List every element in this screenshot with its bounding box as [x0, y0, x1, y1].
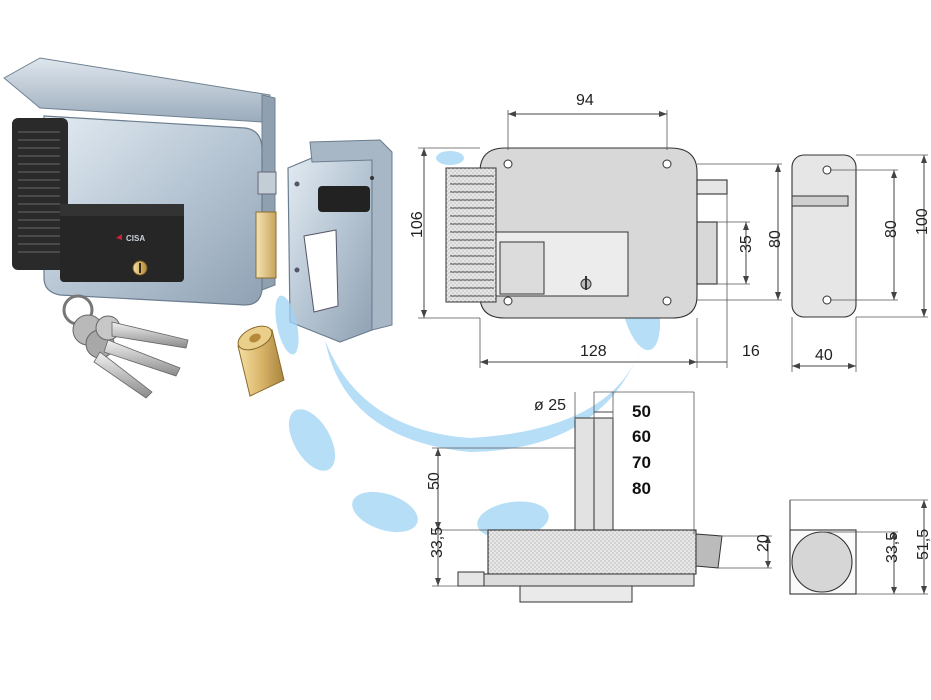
cylinder-length-80: 80 [632, 479, 651, 498]
end-view-drawing [789, 500, 857, 595]
dim-106: 106 [409, 211, 426, 238]
top-view-drawing [445, 147, 728, 319]
end-view-dimensions: 33,5 51,5 [790, 499, 931, 595]
cylinder-length-60: 60 [632, 427, 651, 446]
lock-photo: CISA [3, 57, 277, 306]
section-view-dimensions: ø 25 50 60 70 80 50 33,5 20 [426, 391, 772, 587]
dim-35: 35 [738, 235, 755, 253]
brand-mark-icon [116, 234, 122, 240]
keys-photo [62, 294, 189, 399]
dim-end-33-5: 33,5 [884, 532, 901, 563]
dim-50: 50 [426, 472, 443, 490]
brand-logo: CISA [126, 234, 145, 243]
cylinder-length-50: 50 [632, 402, 651, 421]
cylinder-photo [237, 325, 285, 397]
dim-128: 128 [580, 343, 607, 360]
strike-plate-photo [287, 139, 393, 343]
dim-end-51-5: 51,5 [915, 529, 931, 560]
side-view-dimensions: 80 100 40 [791, 154, 931, 372]
dim-16: 16 [742, 343, 760, 360]
dim-100: 100 [914, 208, 931, 235]
dim-33-5: 33,5 [429, 527, 446, 558]
dim-40: 40 [815, 347, 833, 364]
top-view-dimensions: 94 106 35 80 128 16 [409, 92, 784, 368]
section-view-drawing [457, 417, 723, 603]
dim-80-top: 80 [767, 230, 784, 248]
handle-ribs [18, 131, 60, 253]
dim-diameter-25: ø 25 [534, 397, 566, 414]
dim-80-side: 80 [883, 220, 900, 238]
dim-20: 20 [755, 534, 772, 552]
dim-94: 94 [576, 92, 594, 109]
side-view-drawing [791, 154, 857, 318]
cylinder-length-70: 70 [632, 453, 651, 472]
